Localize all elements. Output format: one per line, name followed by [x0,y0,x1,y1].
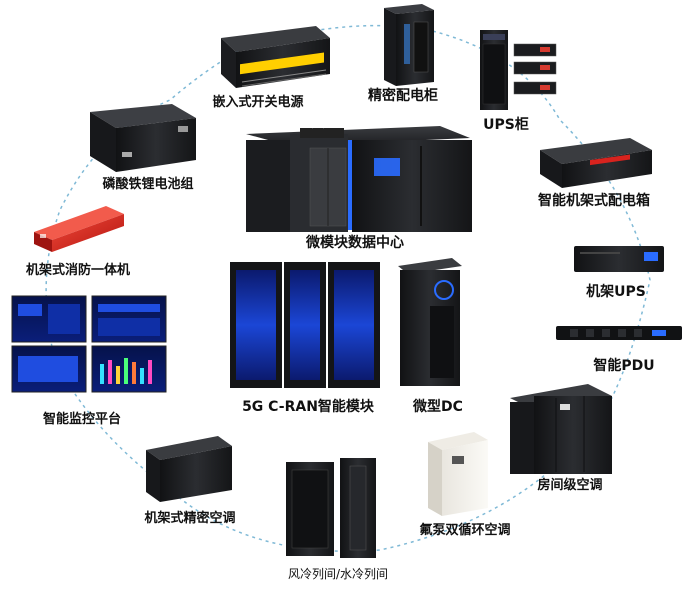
lfp-battery-pack [90,104,196,172]
precision-distribution-cabinet [384,4,434,86]
smart-pdu-unit [556,326,682,340]
label-rack-ups: 机架UPS [586,284,646,300]
monitoring-platform-screens [11,295,167,393]
micro-module-data-center [246,121,472,232]
embedded-power-unit [221,26,330,88]
label-lfp-battery: 磷酸铁锂电池组 [102,177,194,192]
label-c-ran: 5G C-RAN智能模块 [242,399,374,415]
cx-cube-logo-icon [311,121,325,129]
label-micro-dc-center: 微模块数据中心 [306,235,404,251]
micro-dc-cabinet [398,258,462,386]
label-micro-dc: 微型DC [413,399,463,415]
label-smart-pdu: 智能PDU [593,358,655,374]
label-embedded-power: 嵌入式开关电源 [212,95,304,110]
label-pump-ac: 氟泵双循环空调 [419,523,511,538]
c-ran-module-cabinets [230,262,380,388]
label-rack-ac: 机架式精密空调 [144,511,236,526]
label-room-ac: 房间级空调 [537,478,603,493]
inrow-ac-units [286,458,376,558]
label-rack-fire: 机架式消防一体机 [25,263,131,278]
label-smart-rack-pdb: 智能机架式配电箱 [538,193,650,209]
label-row-ac: 风冷列间/水冷列间 [287,567,389,581]
rack-precision-ac [146,436,232,502]
label-ups-cabinet: UPS柜 [483,117,529,133]
room-ac-unit [510,384,612,474]
connector-ring [45,24,651,552]
fluorine-pump-ac [428,432,488,516]
rack-ups-unit [574,246,664,272]
smart-rack-distribution-box [540,138,652,188]
rack-fire-suppression-unit [34,206,124,252]
label-precision-cabinet: 精密配电柜 [368,88,438,104]
ups-cabinet [480,30,557,110]
label-monitor-platform: 智能监控平台 [42,412,122,427]
